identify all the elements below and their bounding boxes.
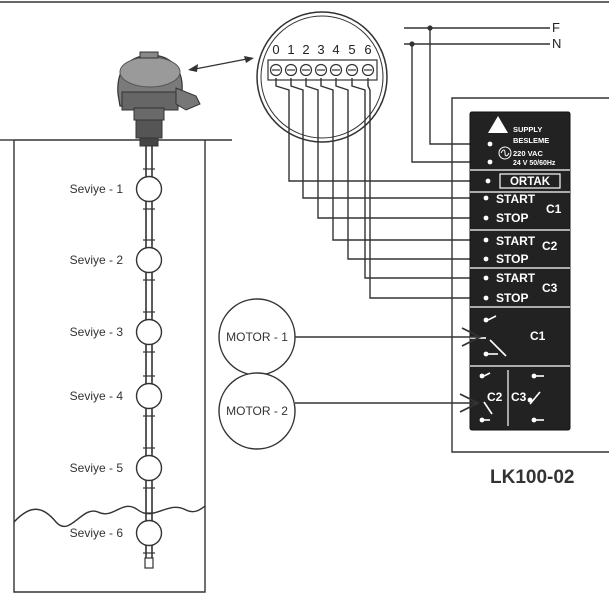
terminal-label-5: 5 <box>348 42 355 57</box>
terminal-wire-6 <box>367 78 486 299</box>
start-label-c3: START <box>496 271 536 285</box>
terminal-label-0: 0 <box>272 42 279 57</box>
terminal-wire-5 <box>351 78 486 279</box>
v24-text: 24 V 50/60Hz <box>513 160 556 167</box>
terminal-wire-3 <box>320 78 486 241</box>
magnify-arrow <box>188 56 254 72</box>
stop-label-c3: STOP <box>496 291 528 305</box>
terminal-wire-1 <box>290 78 486 199</box>
c2-label-relay: C2 <box>487 390 503 404</box>
float-1 <box>135 175 163 203</box>
c3-relay-contacts: C3 <box>511 373 544 423</box>
warning-icon <box>488 116 508 133</box>
float-6 <box>135 519 163 547</box>
stop-label-c1: STOP <box>496 211 528 225</box>
float-5 <box>135 454 163 482</box>
controller-unit: SUPPLY BESLEME 220 VAC 24 V 50/60Hz ORTA… <box>451 97 609 453</box>
motor-1: MOTOR - 1 <box>218 298 483 376</box>
c2-label-top: C2 <box>542 239 558 253</box>
float-stem <box>145 146 153 568</box>
terminal-label-6: 6 <box>364 42 371 57</box>
supply-lines: F N <box>404 20 561 163</box>
terminal-label-4: 4 <box>332 42 339 57</box>
terminal-wire-2 <box>305 78 486 219</box>
tank <box>0 139 232 593</box>
c1-label-top: C1 <box>546 202 562 216</box>
terminal-label-2: 2 <box>302 42 309 57</box>
model-title: LK100-02 <box>490 467 575 488</box>
level-label-4: Seviye - 4 <box>70 389 124 403</box>
terminal-label-1: 1 <box>287 42 294 57</box>
supply-text: SUPPLY <box>513 125 542 134</box>
level-label-6: Seviye - 6 <box>70 526 124 540</box>
c3-label-relay: C3 <box>511 390 527 404</box>
c1-relay-contacts: C1 <box>470 315 546 357</box>
level-labels: Seviye - 1 Seviye - 2 Seviye - 3 Seviye - 4… <box>70 182 124 540</box>
c3-label-top: C3 <box>542 281 558 295</box>
supply-label-f: F <box>552 20 560 35</box>
float-2 <box>135 246 163 274</box>
level-label-3: Seviye - 3 <box>70 325 124 339</box>
ortak-box <box>499 173 561 189</box>
level-label-5: Seviye - 5 <box>70 461 124 475</box>
c2-relay-contacts: C2 <box>479 372 503 423</box>
level-label-1: Seviye - 1 <box>70 182 124 196</box>
terminal-label-3: 3 <box>317 42 324 57</box>
supply-label-n: N <box>552 36 561 51</box>
terminal-wire-4 <box>335 78 486 260</box>
float-3 <box>135 318 163 346</box>
level-label-2: Seviye - 2 <box>70 253 124 267</box>
stop-label-c2: STOP <box>496 252 528 266</box>
water-surface <box>13 505 206 528</box>
float-4 <box>135 382 163 410</box>
motor-2-label: MOTOR - 2 <box>226 404 288 418</box>
c1-label-relay: C1 <box>530 329 546 343</box>
sensor-head <box>117 51 201 147</box>
start-label-c2: START <box>496 234 536 248</box>
start-label-c1: START <box>496 192 536 206</box>
besleme-text: BESLEME <box>513 136 549 145</box>
terminal-wires <box>275 78 486 299</box>
terminal-screws <box>269 63 375 77</box>
ac-symbol-icon <box>498 146 512 160</box>
v220-text: 220 VAC <box>513 149 543 158</box>
float-switches <box>135 168 163 569</box>
motor-2: MOTOR - 2 <box>218 372 481 450</box>
motor-1-label: MOTOR - 1 <box>226 330 288 344</box>
terminal-wire-0 <box>275 78 486 182</box>
ortak-label: ORTAK <box>510 176 551 188</box>
